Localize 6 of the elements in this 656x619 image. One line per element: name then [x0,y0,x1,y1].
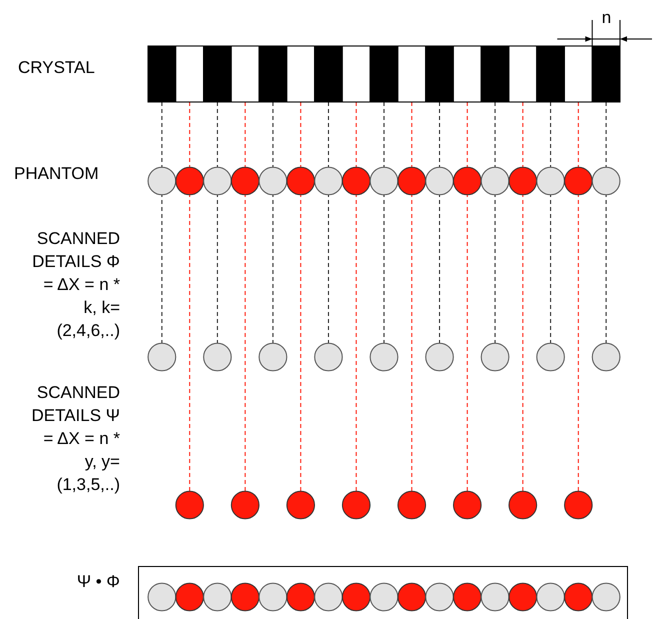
row-label: Ψ • Φ [76,571,120,593]
row-label: CRYSTAL [18,57,96,79]
dimension-label: n [600,7,612,29]
row-label: SCANNED DETAILS Φ = ΔX = n * k, k=(2,4,6,..) [31,228,120,342]
row-label: PHANTOM [14,163,100,185]
row-label: SCANNED DETAILS Ψ = ΔX = n * y, y=(1,3,5,..) [30,382,120,496]
